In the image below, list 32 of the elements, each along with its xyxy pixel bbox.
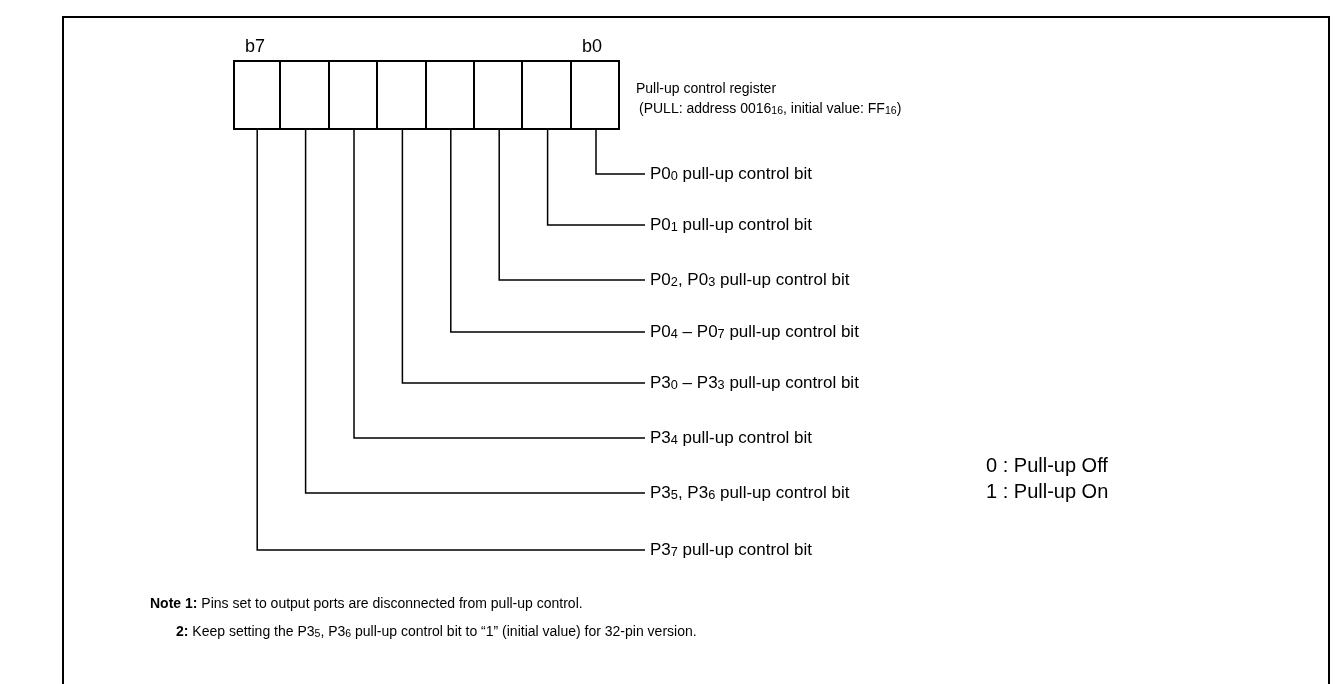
bit-cell — [521, 60, 572, 130]
bit-cell — [473, 60, 524, 130]
bit-description: P0$_{4}$ – P0$_{7}$ pull-up control bit — [650, 322, 859, 342]
bit-description: P3$_{0}$ – P3$_{3}$ pull-up control bit — [650, 373, 859, 393]
leader-line — [595, 129, 646, 175]
bit-cell — [569, 60, 621, 130]
leader-line — [450, 129, 646, 333]
note: Note 1: Pins set to output ports are disconnected from pull-up control. — [150, 595, 583, 611]
bit-description: P0$_{1}$ pull-up control bit — [650, 215, 813, 235]
bit-description: P3$_{4}$ pull-up control bit — [650, 428, 813, 448]
leader-line — [498, 129, 646, 281]
bit-cell — [233, 60, 282, 130]
bit-cell — [424, 60, 475, 130]
register-title: Pull-up control register — [636, 80, 777, 96]
bit-cell — [376, 60, 427, 130]
bit-number: b7 — [245, 36, 266, 57]
leader-line — [304, 129, 646, 494]
bit-description: P3$_{7}$ pull-up control bit — [650, 540, 813, 560]
bit-cell — [327, 60, 379, 130]
leader-line — [353, 129, 646, 439]
bit-cell — [279, 60, 330, 130]
bit-description: P3$_{5}$, P3$_{6}$ pull-up control bit — [650, 483, 850, 503]
bit-description: P0$_{2}$, P0$_{3}$ pull-up control bit — [650, 270, 850, 290]
leader-line — [256, 129, 646, 551]
leader-line — [401, 129, 646, 384]
value-legend: 1 : Pull-up On — [986, 480, 1109, 503]
note: 2: Keep setting the P3$_{5}$, P3$_{6}$ pull-up control bit to “1” (initial value) for 32-pin version. — [176, 623, 697, 639]
bit-number: b0 — [582, 36, 603, 57]
leader-line — [546, 129, 646, 226]
register-details: (PULL: address 0016$_{16}$, initial value: FF$_{16}$) — [639, 100, 902, 116]
value-legend: 0 : Pull-up Off — [986, 454, 1108, 477]
bit-description: P0$_{0}$ pull-up control bit — [650, 164, 813, 184]
